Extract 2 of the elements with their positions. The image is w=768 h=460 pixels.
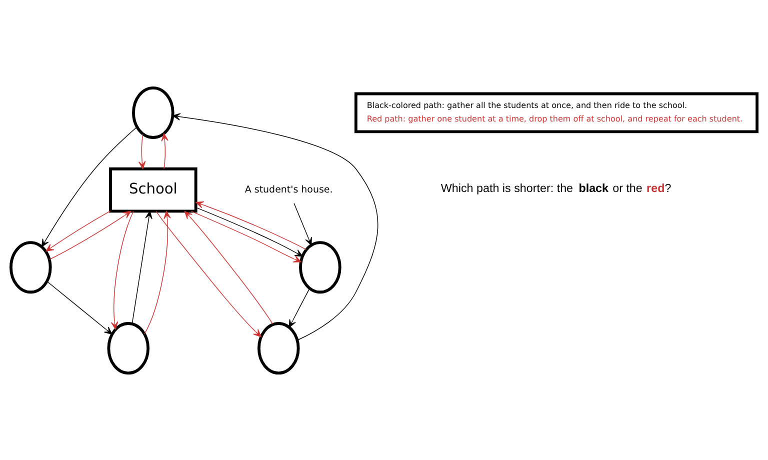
node-text: A student's house. bbox=[244, 184, 333, 195]
label: Which path is shorter: the black or the red? bbox=[440, 182, 672, 195]
